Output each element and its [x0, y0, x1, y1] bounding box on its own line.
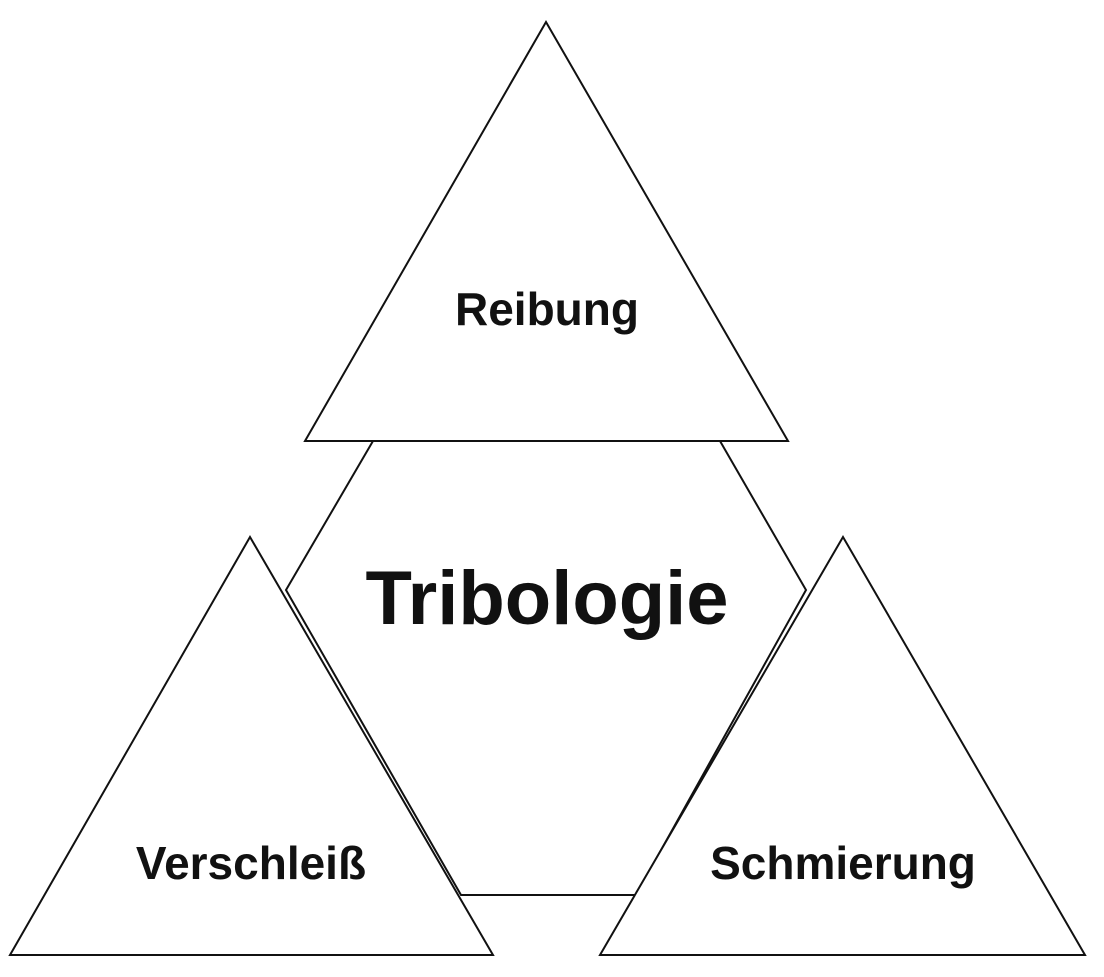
center-label: Tribologie — [365, 556, 728, 641]
left-triangle — [8, 535, 495, 956]
right-label: Schmierung — [710, 837, 976, 889]
right-triangle — [598, 535, 1087, 956]
left-label: Verschleiß — [136, 837, 366, 889]
top-label: Reibung — [455, 283, 639, 335]
top-triangle — [303, 19, 790, 442]
